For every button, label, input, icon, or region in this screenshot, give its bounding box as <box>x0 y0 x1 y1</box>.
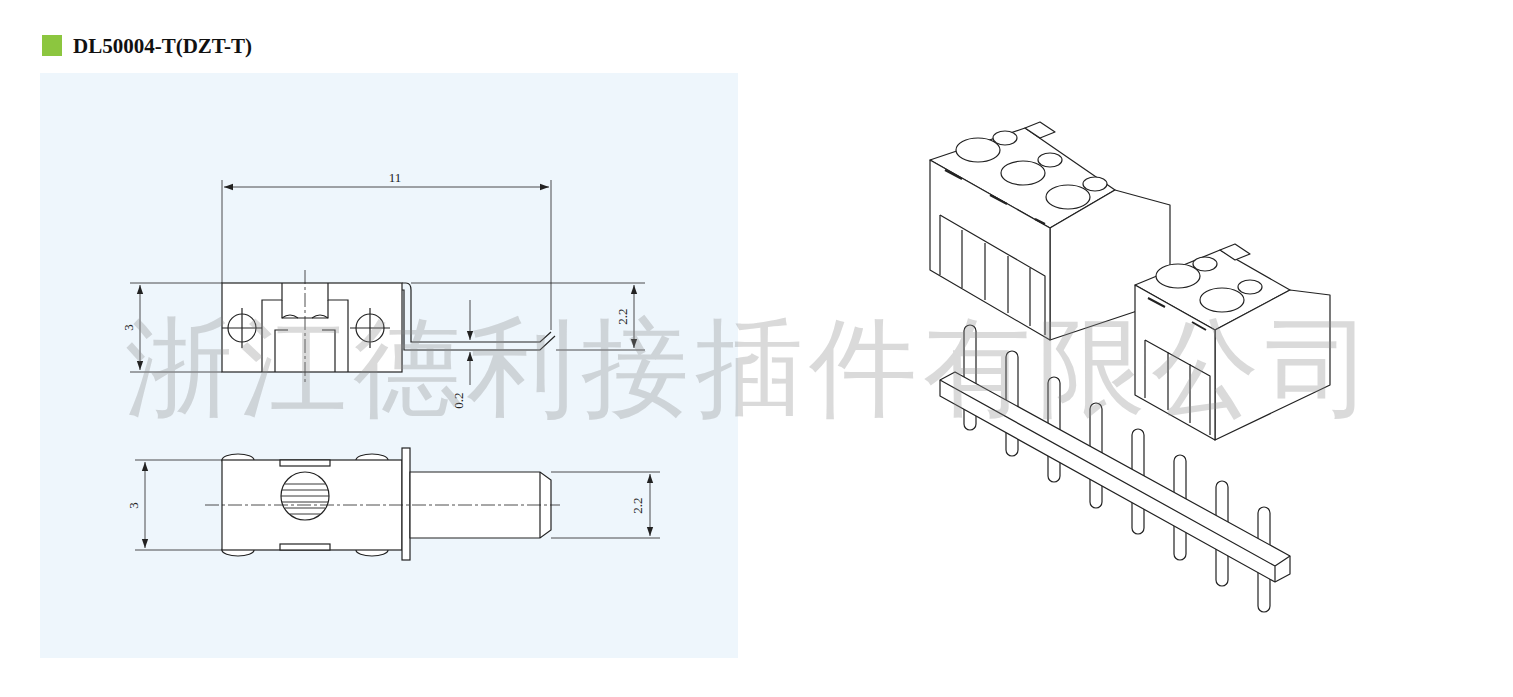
title-marker <box>42 35 62 56</box>
dimension-value: 11 <box>387 171 404 184</box>
top-view <box>222 270 555 385</box>
dimension-value: 3 <box>127 500 140 511</box>
watermark: 浙江德利接插件有限公司 <box>125 314 1379 422</box>
dimension-value: 2.2 <box>616 306 629 326</box>
drawing-panel <box>40 73 738 658</box>
connector-illustration <box>930 122 1330 612</box>
part-title: DL50004-T(DZT-T) <box>73 36 252 57</box>
dimension-value: 2.2 <box>631 495 644 515</box>
dimension-value: 3 <box>122 322 135 333</box>
dimension-lines <box>130 180 660 550</box>
bottom-view <box>205 448 560 560</box>
dimension-value: 0.2 <box>452 390 465 410</box>
